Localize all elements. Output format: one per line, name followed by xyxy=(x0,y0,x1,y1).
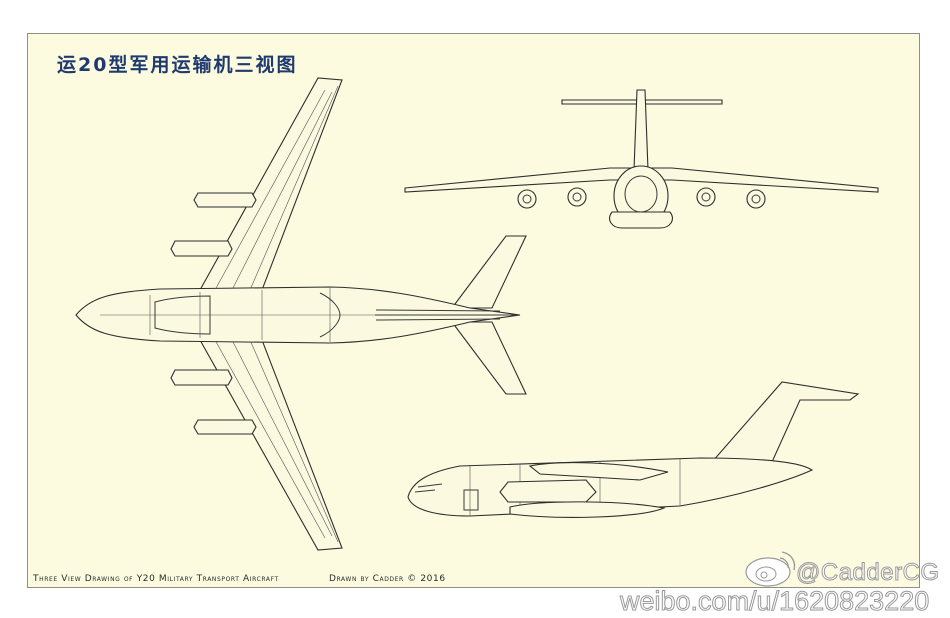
top-view-engine xyxy=(170,192,257,257)
front-view xyxy=(404,89,879,229)
top-view-tail-upper xyxy=(450,235,527,309)
front-view-fin xyxy=(633,89,649,171)
top-view xyxy=(75,77,527,551)
author-credit: Drawn by Cadder © 2016 xyxy=(329,574,446,584)
weibo-logo-icon xyxy=(745,551,796,587)
top-view-tail-lower xyxy=(450,321,527,395)
watermark-url: weibo.com/u/1620823220 xyxy=(619,586,930,617)
front-view-engine xyxy=(517,187,766,209)
side-view xyxy=(407,381,860,518)
side-view-engine xyxy=(499,479,597,503)
top-view-upper-wing xyxy=(199,77,343,291)
side-view-wing xyxy=(528,462,669,481)
watermark-handle: @CadderCG xyxy=(796,559,940,587)
top-view-engine xyxy=(170,369,257,435)
page-title: 运20型军用运输机三视图 xyxy=(57,54,298,76)
drawing-caption: Three View Drawing of Y20 Military Trans… xyxy=(33,574,279,584)
side-view-fin xyxy=(710,381,860,463)
